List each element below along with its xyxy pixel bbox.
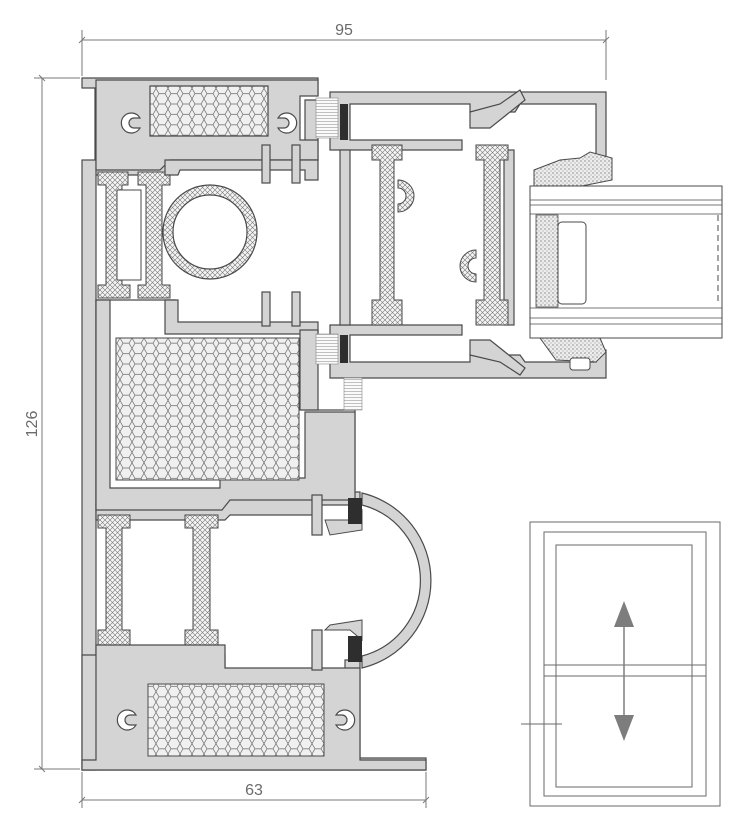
middle-brush-seal [315,333,339,365]
dimension-top [78,30,610,80]
vertical-double-arrow-icon [614,601,634,741]
window-elevation-diagram [521,521,721,807]
foam-tube [162,184,258,280]
upper-thermal-break [97,171,171,299]
dimension-left-label: 126 [24,411,41,438]
sash-profile [329,89,607,379]
top-brush-seal [315,97,339,139]
dimension-bottom [78,772,430,808]
dimension-bottom-label: 63 [245,782,263,799]
lower-brush-seal [343,377,363,411]
glazing-unit [529,151,723,371]
upper-insulation-block [149,85,269,137]
screw-channels-bottom [116,709,356,731]
middle-insulation-block [115,337,300,481]
lower-thermal-break [97,514,219,646]
curved-bead [323,492,432,669]
screw-channels-top [120,112,298,134]
upper-chamber-walls [164,144,319,335]
lower-insulation-block [147,683,325,757]
middle-frame-body [95,299,356,511]
dimension-left [34,74,80,773]
sash-thermal-break [371,144,509,326]
dimension-top-label: 95 [335,22,353,39]
